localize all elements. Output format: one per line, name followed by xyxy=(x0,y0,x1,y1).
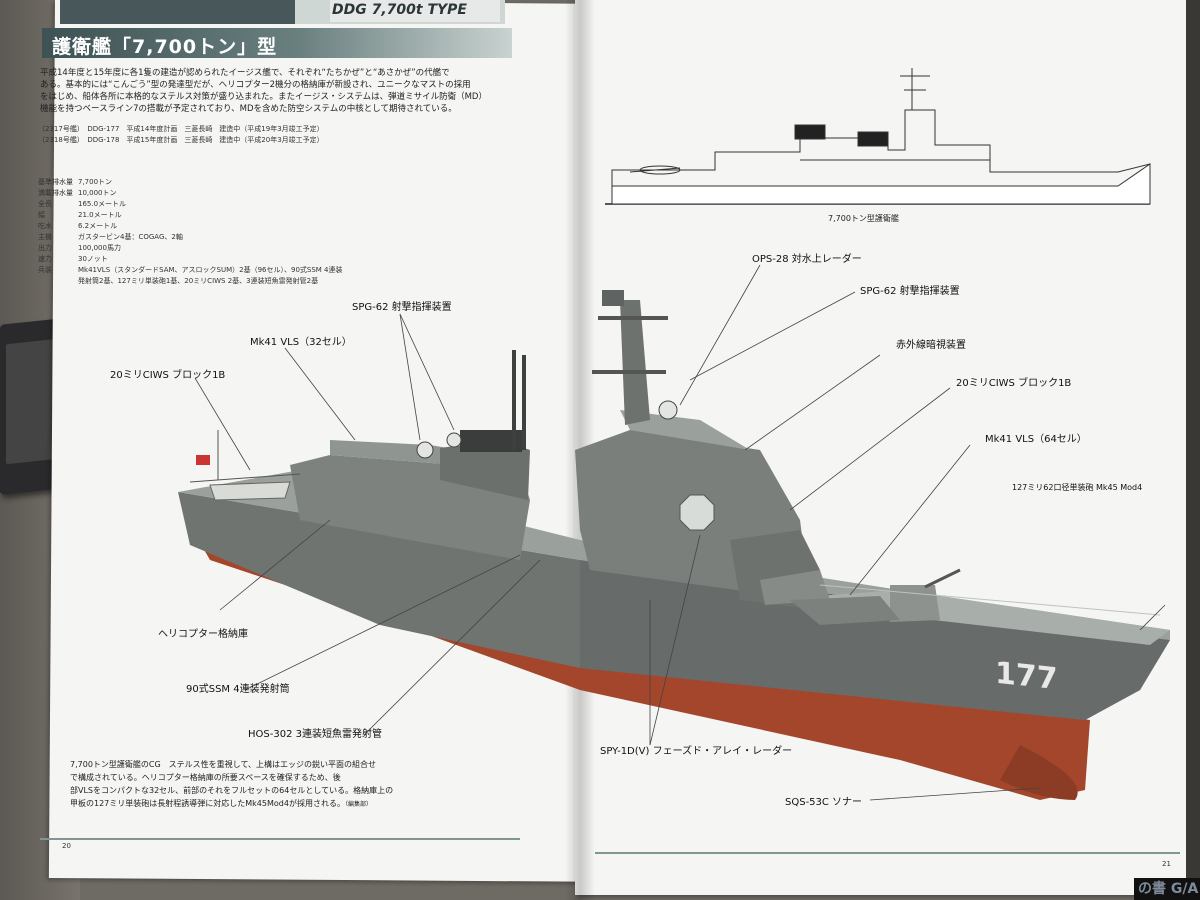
spec-row: 出力 100,000馬力 xyxy=(38,243,418,254)
label-heli-hangar: ヘリコプター格納庫 xyxy=(158,629,248,640)
caption-credit: （編集部） xyxy=(344,801,372,808)
scan-label-strip: の書 G/A xyxy=(1134,878,1200,900)
elevation-caption: 7,700トン型護衛艦 xyxy=(828,214,899,223)
spec-key: 吃水 xyxy=(38,222,52,230)
spec-value: Mk41VLS（スタンダードSAM、アスロックSUM）2基（96セル）、90式S… xyxy=(78,266,343,274)
desk-background-right xyxy=(1186,0,1200,900)
page-number-left: 20 xyxy=(62,842,71,850)
spec-key: 全長 xyxy=(38,200,52,208)
spec-key: 主機 xyxy=(38,233,52,241)
spec-value: 発射筒2基、127ミリ単装砲1基、20ミリCIWS 2基、3連装短魚雷発射管2基 xyxy=(78,277,319,285)
spec-row: 速力 30ノット xyxy=(38,254,418,265)
helicopter xyxy=(209,481,291,501)
ship-list: （2317号艦） DDG-177 平成14年度計画 三菱長崎 建造中（平成19年… xyxy=(38,124,418,146)
intro-line: 平成14年度と15年度に各1隻の建造が認められたイージス艦で、それぞれ“たちかぜ… xyxy=(40,68,450,78)
footer-rule-left xyxy=(40,838,520,840)
intro-line: 機能を持つベースライン7の搭載が予定されており、MDを含めた防空システムの中核と… xyxy=(40,104,457,114)
label-mk41-32: Mk41 VLS（32セル） xyxy=(250,337,352,348)
spec-key: 出力 xyxy=(38,244,52,252)
spec-key: 幅 xyxy=(38,211,45,219)
spec-value: 100,000馬力 xyxy=(78,244,121,252)
spec-key: 速力 xyxy=(38,255,52,263)
spy-1d-array xyxy=(679,494,715,531)
intro-line: ある。基本的には“こんごう”型の発達型だが、ヘリコプター2機分の格納庫が新設され… xyxy=(40,80,471,90)
spec-value: ガスタービン4基：COGAG、2軸 xyxy=(78,233,183,241)
hull-number: 177 xyxy=(995,656,1058,697)
label-spg62-left: SPG-62 射撃指揮装置 xyxy=(352,302,452,313)
main-mast xyxy=(620,300,650,425)
caption-line: 甲板の127ミリ単装砲は長射程誘導弾に対応したMk45Mod4が採用される。（編… xyxy=(70,797,410,811)
spec-row: 全長 165.0メートル xyxy=(38,199,418,210)
label-ops28: OPS-28 対水上レーダー xyxy=(752,254,862,265)
label-spg62-right: SPG-62 射撃指揮装置 xyxy=(860,286,960,297)
label-ssm90: 90式SSM 4連装発射筒 xyxy=(186,684,290,695)
caption-line: 7,700トン型護衛艦のCG ステルス性を重視して、上構はエッジの鋭い平面の組合… xyxy=(70,760,377,769)
127mm-gun-mount xyxy=(890,585,940,622)
caption-line: で構成されている。ヘリコプター格納庫の所要スペースを確保するため、後 xyxy=(70,773,341,782)
label-ciws-right: 20ミリCIWS ブロック1B xyxy=(956,378,1072,389)
spec-value: 7,700トン xyxy=(78,178,113,186)
spec-row: 幅 21.0メートル xyxy=(38,210,418,221)
english-type-heading: DDG 7,700t TYPE xyxy=(332,2,467,18)
page-title: 護衛艦「7,700トン」型 xyxy=(52,36,278,58)
label-ir-warning: 赤外線暗視装置 xyxy=(896,340,966,351)
caption-line-text: 甲板の127ミリ単装砲は長射程誘導弾に対応したMk45Mod4が採用される。 xyxy=(70,799,345,808)
spec-key: 満載排水量 xyxy=(38,189,73,197)
spec-row: 基準排水量 7,700トン xyxy=(38,177,418,188)
title-bar xyxy=(42,28,512,58)
page-number-right: 21 xyxy=(1162,860,1171,868)
spec-value: 6.2メートル xyxy=(78,222,118,230)
ensign-flag xyxy=(196,455,210,465)
ship-entry: （2318号艦） DDG-178 平成15年度計画 三菱長崎 建造中（平成20年… xyxy=(38,136,324,144)
spec-row: 吃水 6.2メートル xyxy=(38,221,418,232)
spec-value: 30ノット xyxy=(78,255,108,263)
spec-key: 基準排水量 xyxy=(38,178,73,186)
sonar-dome xyxy=(1000,745,1078,800)
spec-row: 満載排水量 10,000トン xyxy=(38,188,418,199)
spec-table: 基準排水量 7,700トン 満載排水量 10,000トン 全長 165.0メートル 幅… xyxy=(38,177,418,287)
figure-caption: 7,700トン型護衛艦のCG ステルス性を重視して、上構はエッジの鋭い平面の組合… xyxy=(70,758,410,811)
label-ciws-left: 20ミリCIWS ブロック1B xyxy=(110,370,226,381)
label-gun127: 127ミリ62口径単装砲 Mk45 Mod4 xyxy=(1012,483,1143,492)
cg-ship: 177 xyxy=(178,290,1170,800)
header-tab-dark xyxy=(60,0,295,24)
header-type-strip xyxy=(330,0,500,22)
intro-paragraph: 平成14年度と15年度に各1隻の建造が認められたイージス艦で、それぞれ“たちかぜ… xyxy=(40,67,520,115)
spec-key: 兵装 xyxy=(38,266,52,274)
ship-entry: （2317号艦） DDG-177 平成14年度計画 三菱長崎 建造中（平成19年… xyxy=(38,125,324,133)
spec-value: 21.0メートル xyxy=(78,211,122,219)
label-hos302: HOS-302 3連装短魚雷発射管 xyxy=(248,729,382,740)
intro-line: をはじめ、船体各所に本格的なステルス対策が盛り込まれた。またイージス・システムは… xyxy=(40,92,487,102)
spec-value: 165.0メートル xyxy=(78,200,127,208)
spec-row: 兵装 Mk41VLS（スタンダードSAM、アスロックSUM）2基（96セル）、90… xyxy=(38,265,418,276)
label-mk41-64: Mk41 VLS（64セル） xyxy=(985,434,1087,445)
label-spy1d: SPY-1D(V) フェーズド・アレイ・レーダー xyxy=(600,746,793,757)
spec-value: 10,000トン xyxy=(78,189,117,197)
leader-lines xyxy=(194,264,1166,801)
side-elevation-drawing xyxy=(605,68,1151,205)
spec-row: 発射筒2基、127ミリ単装砲1基、20ミリCIWS 2基、3連装短魚雷発射管2基 xyxy=(38,276,418,287)
label-sqs53c: SQS-53C ソナー xyxy=(785,797,863,808)
caption-line: 部VLSをコンパクトな32セル、前部のそれをフルセットの64セルとしている。格納… xyxy=(70,786,394,795)
footer-rule-right xyxy=(595,852,1180,854)
spec-row: 主機 ガスタービン4基：COGAG、2軸 xyxy=(38,232,418,243)
fwd-vls xyxy=(790,596,900,625)
